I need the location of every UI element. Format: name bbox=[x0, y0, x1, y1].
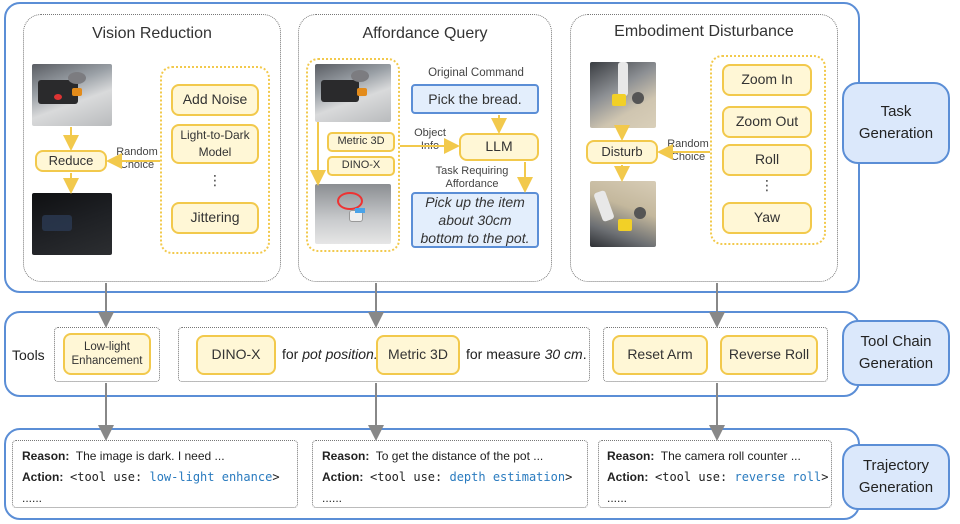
for-pot-position-text: for pot position. bbox=[282, 346, 378, 362]
trajectory-reason-2: Reason: To get the distance of the pot .… bbox=[322, 449, 544, 463]
llm-box: LLM bbox=[459, 133, 539, 161]
embodiment-random-choice-label: Random Choice bbox=[667, 138, 709, 164]
affordance-result-text: Pick up the item about 30cm bottom to th… bbox=[420, 193, 530, 247]
original-command-label: Original Command bbox=[428, 67, 524, 79]
tools-label: Tools bbox=[12, 347, 45, 363]
disturb-box: Disturb bbox=[586, 140, 658, 164]
affordance-image-detected bbox=[315, 184, 391, 244]
roll-box: Roll bbox=[722, 144, 812, 176]
embodiment-ellipsis: ⋮ bbox=[760, 177, 774, 193]
embodiment-disturbance-title: Embodiment Disturbance bbox=[614, 23, 794, 40]
robot-image-top bbox=[590, 62, 656, 128]
trajectory-action-3: Action: <tool use: reverse roll> bbox=[607, 470, 829, 484]
metric-3d-small-box: Metric 3D bbox=[327, 132, 395, 152]
task-requiring-label: Task Requiring Affordance bbox=[435, 165, 509, 191]
kitchen-image-bright bbox=[32, 64, 112, 126]
zoom-in-box: Zoom In bbox=[722, 64, 812, 96]
trajectory-box-affordance bbox=[312, 440, 588, 508]
vision-random-choice-label: Random Choice bbox=[116, 146, 158, 172]
jittering-box: Jittering bbox=[171, 202, 259, 234]
low-light-enhancement-box: Low-light Enhancement bbox=[63, 333, 151, 375]
affordance-image-top bbox=[315, 64, 391, 122]
affordance-query-title: Affordance Query bbox=[362, 25, 488, 42]
trajectory-reason-1: Reason: The image is dark. I need ... bbox=[22, 449, 225, 463]
reduce-box: Reduce bbox=[35, 150, 107, 172]
dino-x-small-box: DINO-X bbox=[327, 156, 395, 176]
reverse-roll-box: Reverse Roll bbox=[720, 335, 818, 375]
trajectory-ellipsis-2: ...... bbox=[322, 491, 343, 505]
trajectory-ellipsis-1: ...... bbox=[22, 491, 43, 505]
for-measure-text: for measure 30 cm. bbox=[466, 346, 587, 362]
trajectory-box-vision bbox=[12, 440, 298, 508]
reset-arm-box: Reset Arm bbox=[612, 335, 708, 375]
vision-ellipsis: ⋮ bbox=[208, 172, 222, 188]
vision-methods-group bbox=[160, 66, 270, 254]
affordance-tools-group bbox=[306, 58, 400, 252]
light-to-dark-box: Light-to-Dark Model bbox=[171, 124, 259, 164]
trajectory-action-2: Action: <tool use: depth estimation> bbox=[322, 470, 573, 484]
affordance-result-box: Pick up the item about 30cm bottom to th… bbox=[411, 192, 539, 248]
trajectory-label: Trajectory Generation bbox=[842, 444, 950, 510]
trajectory-action-1: Action: <tool use: low-light enhance> bbox=[22, 470, 280, 484]
zoom-out-box: Zoom Out bbox=[722, 106, 812, 138]
kitchen-image-dark bbox=[32, 193, 112, 255]
dino-x-tool-box: DINO-X bbox=[196, 335, 276, 375]
metric-3d-tool-box: Metric 3D bbox=[376, 335, 460, 375]
add-noise-box: Add Noise bbox=[171, 84, 259, 116]
robot-image-disturbed bbox=[590, 181, 656, 247]
object-info-label: Object Info bbox=[414, 127, 446, 153]
vision-reduction-title: Vision Reduction bbox=[92, 25, 212, 42]
embodiment-methods-group bbox=[710, 55, 826, 245]
task-generation-label: Task Generation bbox=[842, 82, 950, 164]
original-command-box: Pick the bread. bbox=[411, 84, 539, 114]
original-command-text: Pick the bread. bbox=[428, 90, 522, 107]
trajectory-ellipsis-3: ...... bbox=[607, 491, 628, 505]
trajectory-box-embodiment bbox=[598, 440, 832, 508]
yaw-box: Yaw bbox=[722, 202, 812, 234]
tool-chain-label: Tool Chain Generation bbox=[842, 320, 950, 386]
trajectory-reason-3: Reason: The camera roll counter ... bbox=[607, 449, 801, 463]
